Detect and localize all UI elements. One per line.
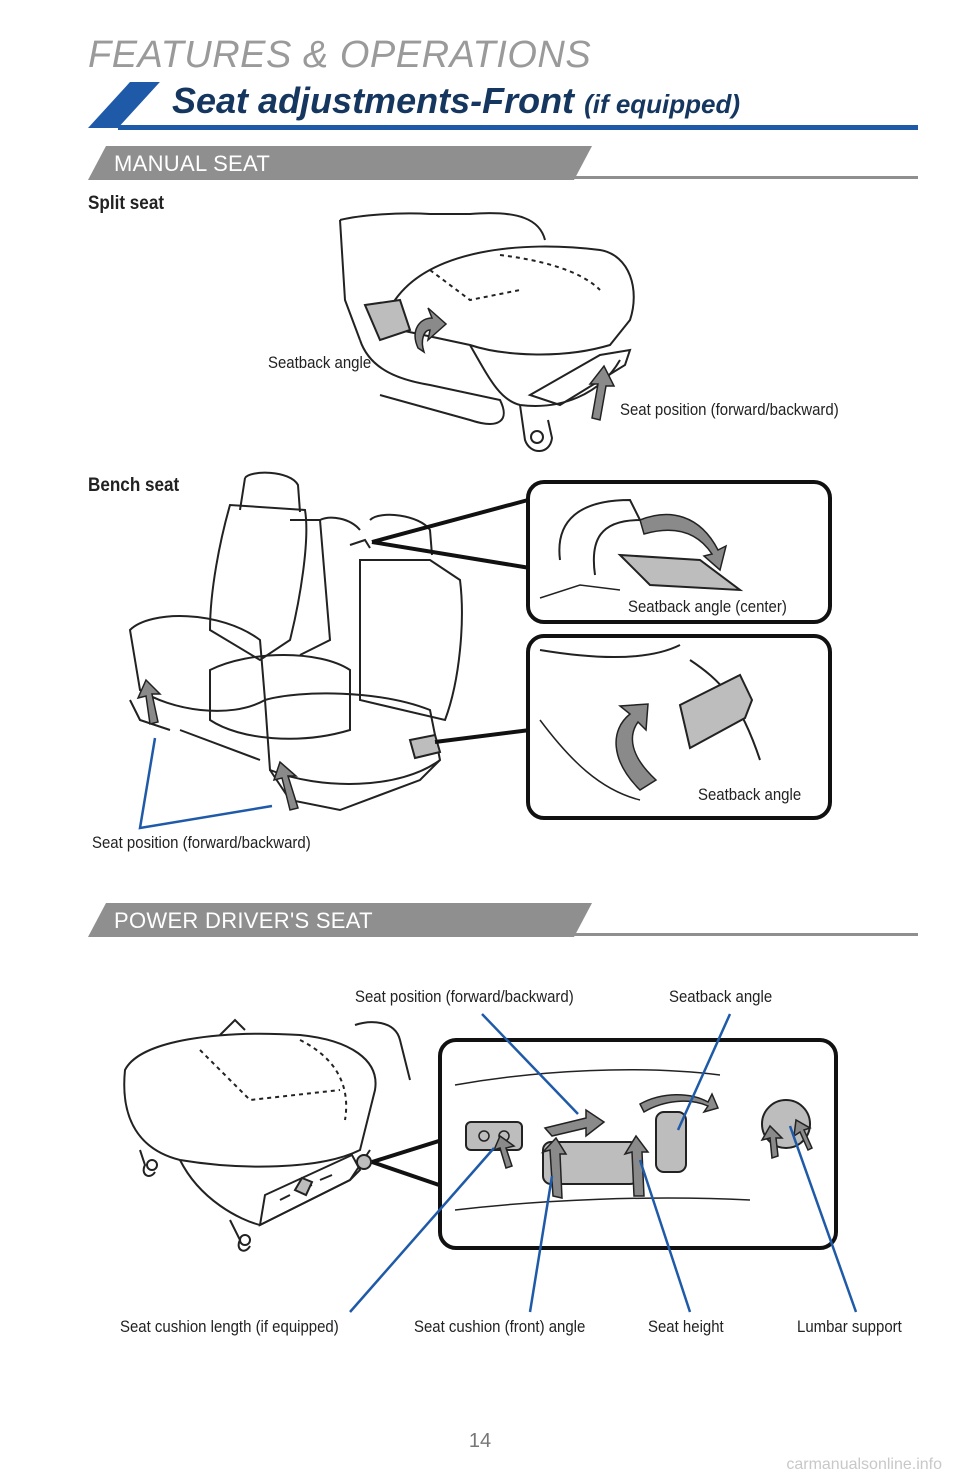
split-seat-position-arrow (588, 364, 616, 421)
power-seat-illustration (123, 1018, 411, 1252)
bench-seat-position-arrow-right (272, 760, 299, 811)
power-leader-lines (349, 1013, 858, 1313)
bench-seat-label: Bench seat (88, 475, 180, 496)
bench-seat-position-arrow-left (136, 678, 162, 725)
section-label: FEATURES & OPERATIONS (88, 34, 592, 76)
split-seatback-angle-callout: Seatback angle (268, 353, 372, 372)
split-seat-position-callout: Seat position (forward/backward) (620, 400, 839, 419)
power-seatback-angle-callout: Seatback angle (669, 987, 773, 1006)
bench-side-zoom-connector (434, 728, 531, 744)
page-title-suffix: (if equipped) (584, 89, 741, 119)
page-title-main: Seat adjustments-Front (172, 80, 575, 121)
title-bar (88, 82, 918, 130)
power-cushion-angle-callout: Seat cushion (front) angle (414, 1317, 586, 1336)
power-seat-heading: POWER DRIVER'S SEAT (114, 908, 373, 933)
zoom-box-power-controls (438, 1038, 838, 1250)
power-cushion-length-callout: Seat cushion length (if equipped) (120, 1317, 339, 1336)
watermark: carmanualsonline.info (786, 1456, 942, 1473)
split-seat-label: Split seat (88, 193, 165, 214)
bench-seat-position-callout: Seat position (forward/backward) (92, 833, 311, 852)
split-seat-illustration (339, 212, 635, 452)
power-seat-position-callout: Seat position (forward/backward) (355, 987, 574, 1006)
power-seat-header-band (88, 903, 918, 937)
bench-center-zoom-connector (371, 498, 531, 570)
bench-seatback-angle-callout: Seatback angle (698, 785, 802, 804)
zoom-box-center-seatback (526, 480, 832, 624)
power-lumbar-callout: Lumbar support (797, 1317, 902, 1336)
power-lumbar-knob-small (356, 1154, 372, 1170)
power-seat-height-callout: Seat height (648, 1317, 724, 1336)
bench-seatback-angle-center-callout: Seatback angle (center) (628, 597, 787, 616)
split-seatback-arrow (414, 307, 448, 354)
bench-seat-illustration (128, 471, 463, 812)
zoom-box-side-seatback (526, 634, 832, 820)
power-zoom-connector (371, 1138, 443, 1188)
page-number: 14 (468, 1430, 492, 1452)
manual-seat-header-band (88, 146, 918, 180)
bench-seat-leader-left (138, 737, 273, 830)
page-title: Seat adjustments-Front (if equipped) (172, 80, 740, 122)
manual-seat-heading: MANUAL SEAT (114, 151, 271, 176)
